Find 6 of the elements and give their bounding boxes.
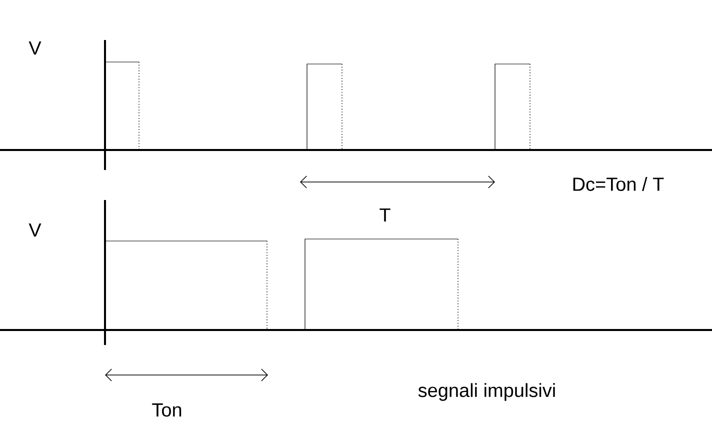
dimension-label: T (380, 208, 390, 222)
formula-text: Dc=Ton / T (573, 177, 664, 191)
dimension-label: Ton (152, 403, 182, 417)
axis-label: V (28, 41, 42, 55)
axis-label: V (28, 223, 42, 237)
caption-text: segnali impulsivi (418, 383, 555, 401)
